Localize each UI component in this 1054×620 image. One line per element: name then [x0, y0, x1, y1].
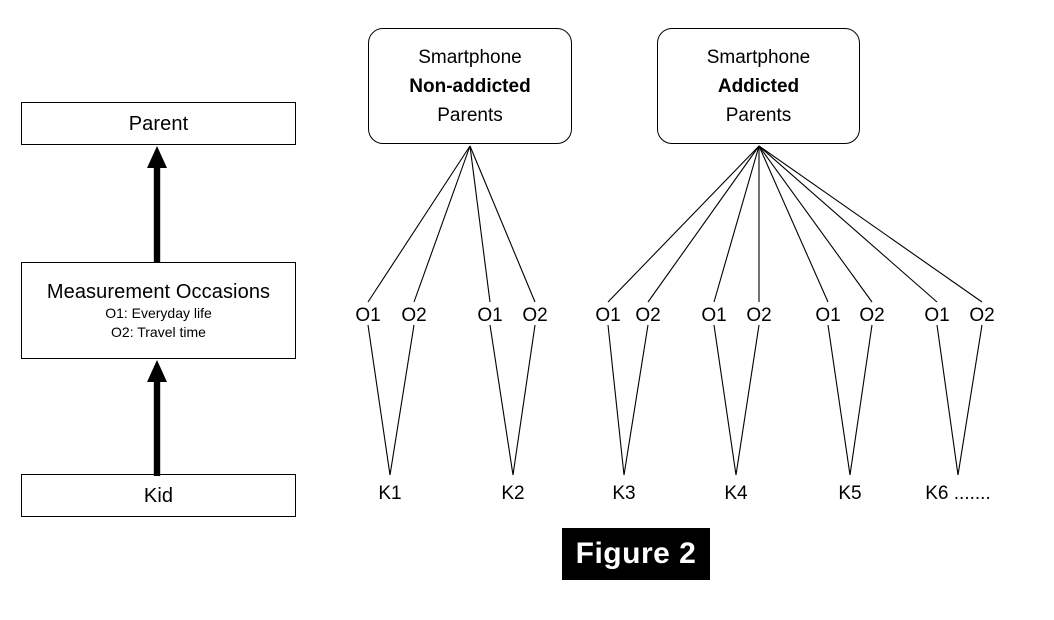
- occasion-label-o1-k4: O1: [701, 305, 727, 326]
- arrow-measure-to-parent-shaft: [153, 166, 161, 262]
- group-non-addicted-line-1: Smartphone: [418, 46, 522, 68]
- group-non-addicted-line-2: Non-addicted: [409, 75, 531, 97]
- kid-link-line: [512, 324, 536, 476]
- kid-link-line: [713, 324, 737, 476]
- occasion-label-o2-k2: O2: [522, 305, 548, 326]
- fan-line: [413, 145, 471, 303]
- occasion-label-o1-k6: O1: [924, 305, 950, 326]
- kid-label-k4: K4: [724, 483, 748, 504]
- group-addicted-line-2: Addicted: [717, 75, 800, 97]
- occasion-label-o1-k3: O1: [595, 305, 621, 326]
- group-addicted-line-3: Parents: [725, 104, 792, 126]
- kid-link-line: [827, 324, 851, 476]
- kid-link-line: [936, 324, 959, 476]
- kid-link-line: [849, 324, 873, 476]
- box-measurement-occasions: Measurement Occasions O1: Everyday life …: [21, 262, 296, 359]
- kid-link-line: [735, 324, 760, 476]
- figure-caption: Figure 2: [562, 528, 710, 580]
- occasion-label-o2-k5: O2: [859, 305, 885, 326]
- box-parent: Parent: [21, 102, 296, 145]
- arrow-measure-to-parent-head: [147, 146, 167, 168]
- fan-line: [758, 145, 983, 303]
- box-measurement-occasion-1: O1: Everyday life: [105, 304, 212, 321]
- box-kid-title: Kid: [143, 484, 174, 507]
- arrow-kid-to-measure-head: [147, 360, 167, 382]
- occasion-label-o2-k1: O2: [401, 305, 427, 326]
- kid-label-k3: K3: [612, 483, 636, 504]
- fan-line: [647, 145, 760, 303]
- kid-link-line: [367, 324, 391, 476]
- kid-link-line: [389, 324, 415, 476]
- kid-label-k5: K5: [838, 483, 862, 504]
- fan-line: [607, 145, 760, 303]
- occasion-label-o1-k2: O1: [477, 305, 503, 326]
- occasion-label-o2-k3: O2: [635, 305, 661, 326]
- arrow-kid-to-measure-shaft: [153, 380, 161, 476]
- fan-line: [758, 145, 938, 303]
- occasion-label-o1-k5: O1: [815, 305, 841, 326]
- fan-line: [758, 145, 829, 303]
- box-group-non-addicted: Smartphone Non-addicted Parents: [368, 28, 572, 144]
- box-measurement-occasion-2: O2: Travel time: [111, 323, 206, 340]
- kid-link-line: [957, 324, 983, 476]
- fan-line: [469, 145, 491, 303]
- kid-label-k1: K1: [378, 483, 402, 504]
- occasion-label-o2-k4: O2: [746, 305, 772, 326]
- fan-line: [713, 145, 760, 303]
- occasion-label-o1-k1: O1: [355, 305, 381, 326]
- occasion-label-o2-k6: O2: [969, 305, 995, 326]
- kid-link-line: [489, 324, 514, 476]
- group-addicted-line-1: Smartphone: [706, 46, 811, 68]
- fan-line: [367, 145, 471, 303]
- box-measurement-occasions-title: Measurement Occasions: [46, 280, 271, 303]
- box-parent-title: Parent: [128, 112, 189, 135]
- kid-link-line: [607, 324, 625, 476]
- kid-label-k2: K2: [501, 483, 525, 504]
- box-kid: Kid: [21, 474, 296, 517]
- kid-link-line: [623, 324, 649, 476]
- fan-line: [758, 145, 873, 303]
- box-group-addicted: Smartphone Addicted Parents: [657, 28, 860, 144]
- fan-line: [469, 145, 536, 303]
- kid-label-k6: K6 .......: [925, 483, 991, 504]
- group-non-addicted-line-3: Parents: [437, 104, 503, 126]
